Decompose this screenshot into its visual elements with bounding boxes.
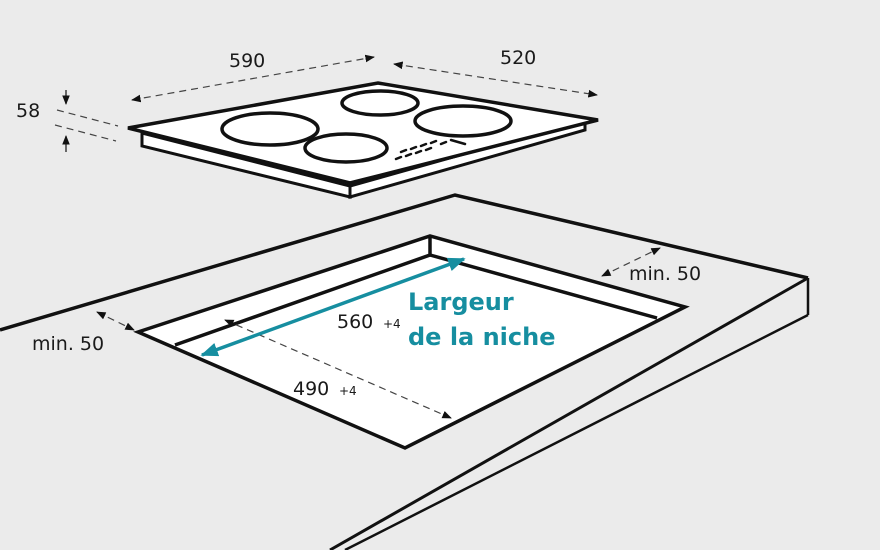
cutout-width-value: 560 [337, 311, 373, 333]
niche-width-indicator [200, 257, 466, 357]
cutout-depth-value: 490 [293, 378, 329, 400]
cutout-depth-tolerance: +4 [339, 384, 357, 398]
cutout-width-tolerance: +4 [383, 317, 401, 331]
burner-back-middle [340, 89, 420, 117]
min-back-clearance-label: min. 50 [629, 263, 701, 285]
dim-520-line [393, 61, 598, 98]
cooktop-width-label: 590 [229, 50, 265, 72]
cooktop-depth-label: 520 [500, 47, 536, 69]
min-left-clearance-label: min. 50 [32, 333, 104, 355]
niche-width-title-line1: Largeur [408, 288, 514, 316]
dim-min50-back-line [601, 247, 661, 277]
burner-right [413, 104, 513, 138]
niche-width-title-line2: de la niche [408, 323, 556, 351]
cooktop [127, 81, 599, 199]
dim-min50-left-line [96, 311, 135, 331]
burner-back-left [220, 111, 320, 147]
dim-590-line [131, 54, 375, 103]
burner-front [303, 132, 389, 164]
cooktop-height-label: 58 [16, 100, 40, 122]
control-panel-icon [394, 138, 467, 161]
